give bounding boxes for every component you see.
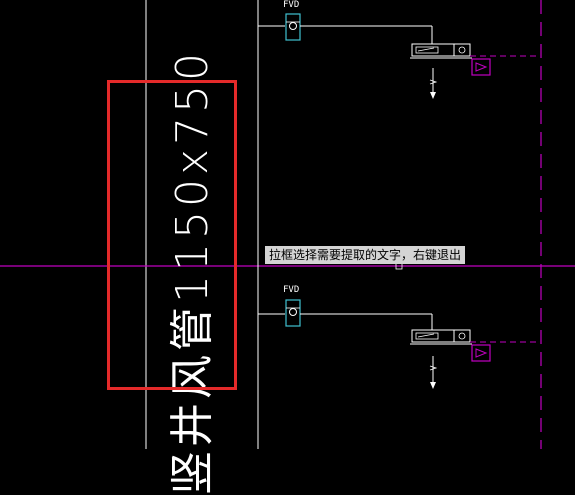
command-prompt-tooltip: 拉框选择需要提取的文字，右键退出 [265,246,466,264]
airflow-arrow-icon [429,356,438,389]
damper-fvd-icon [285,299,301,327]
valve-symbol-icon [471,344,491,362]
airflow-arrow-icon [429,68,438,99]
fvd-label-upper: FVD [283,0,300,10]
fan-unit-icon [410,329,472,345]
selection-highlight-box [107,80,237,390]
fvd-label-lower: FVD [283,285,300,295]
damper-fvd-icon [285,13,301,41]
cad-drawing-canvas[interactable] [0,0,575,449]
valve-symbol-icon [471,58,491,76]
fan-unit-icon [410,43,472,59]
